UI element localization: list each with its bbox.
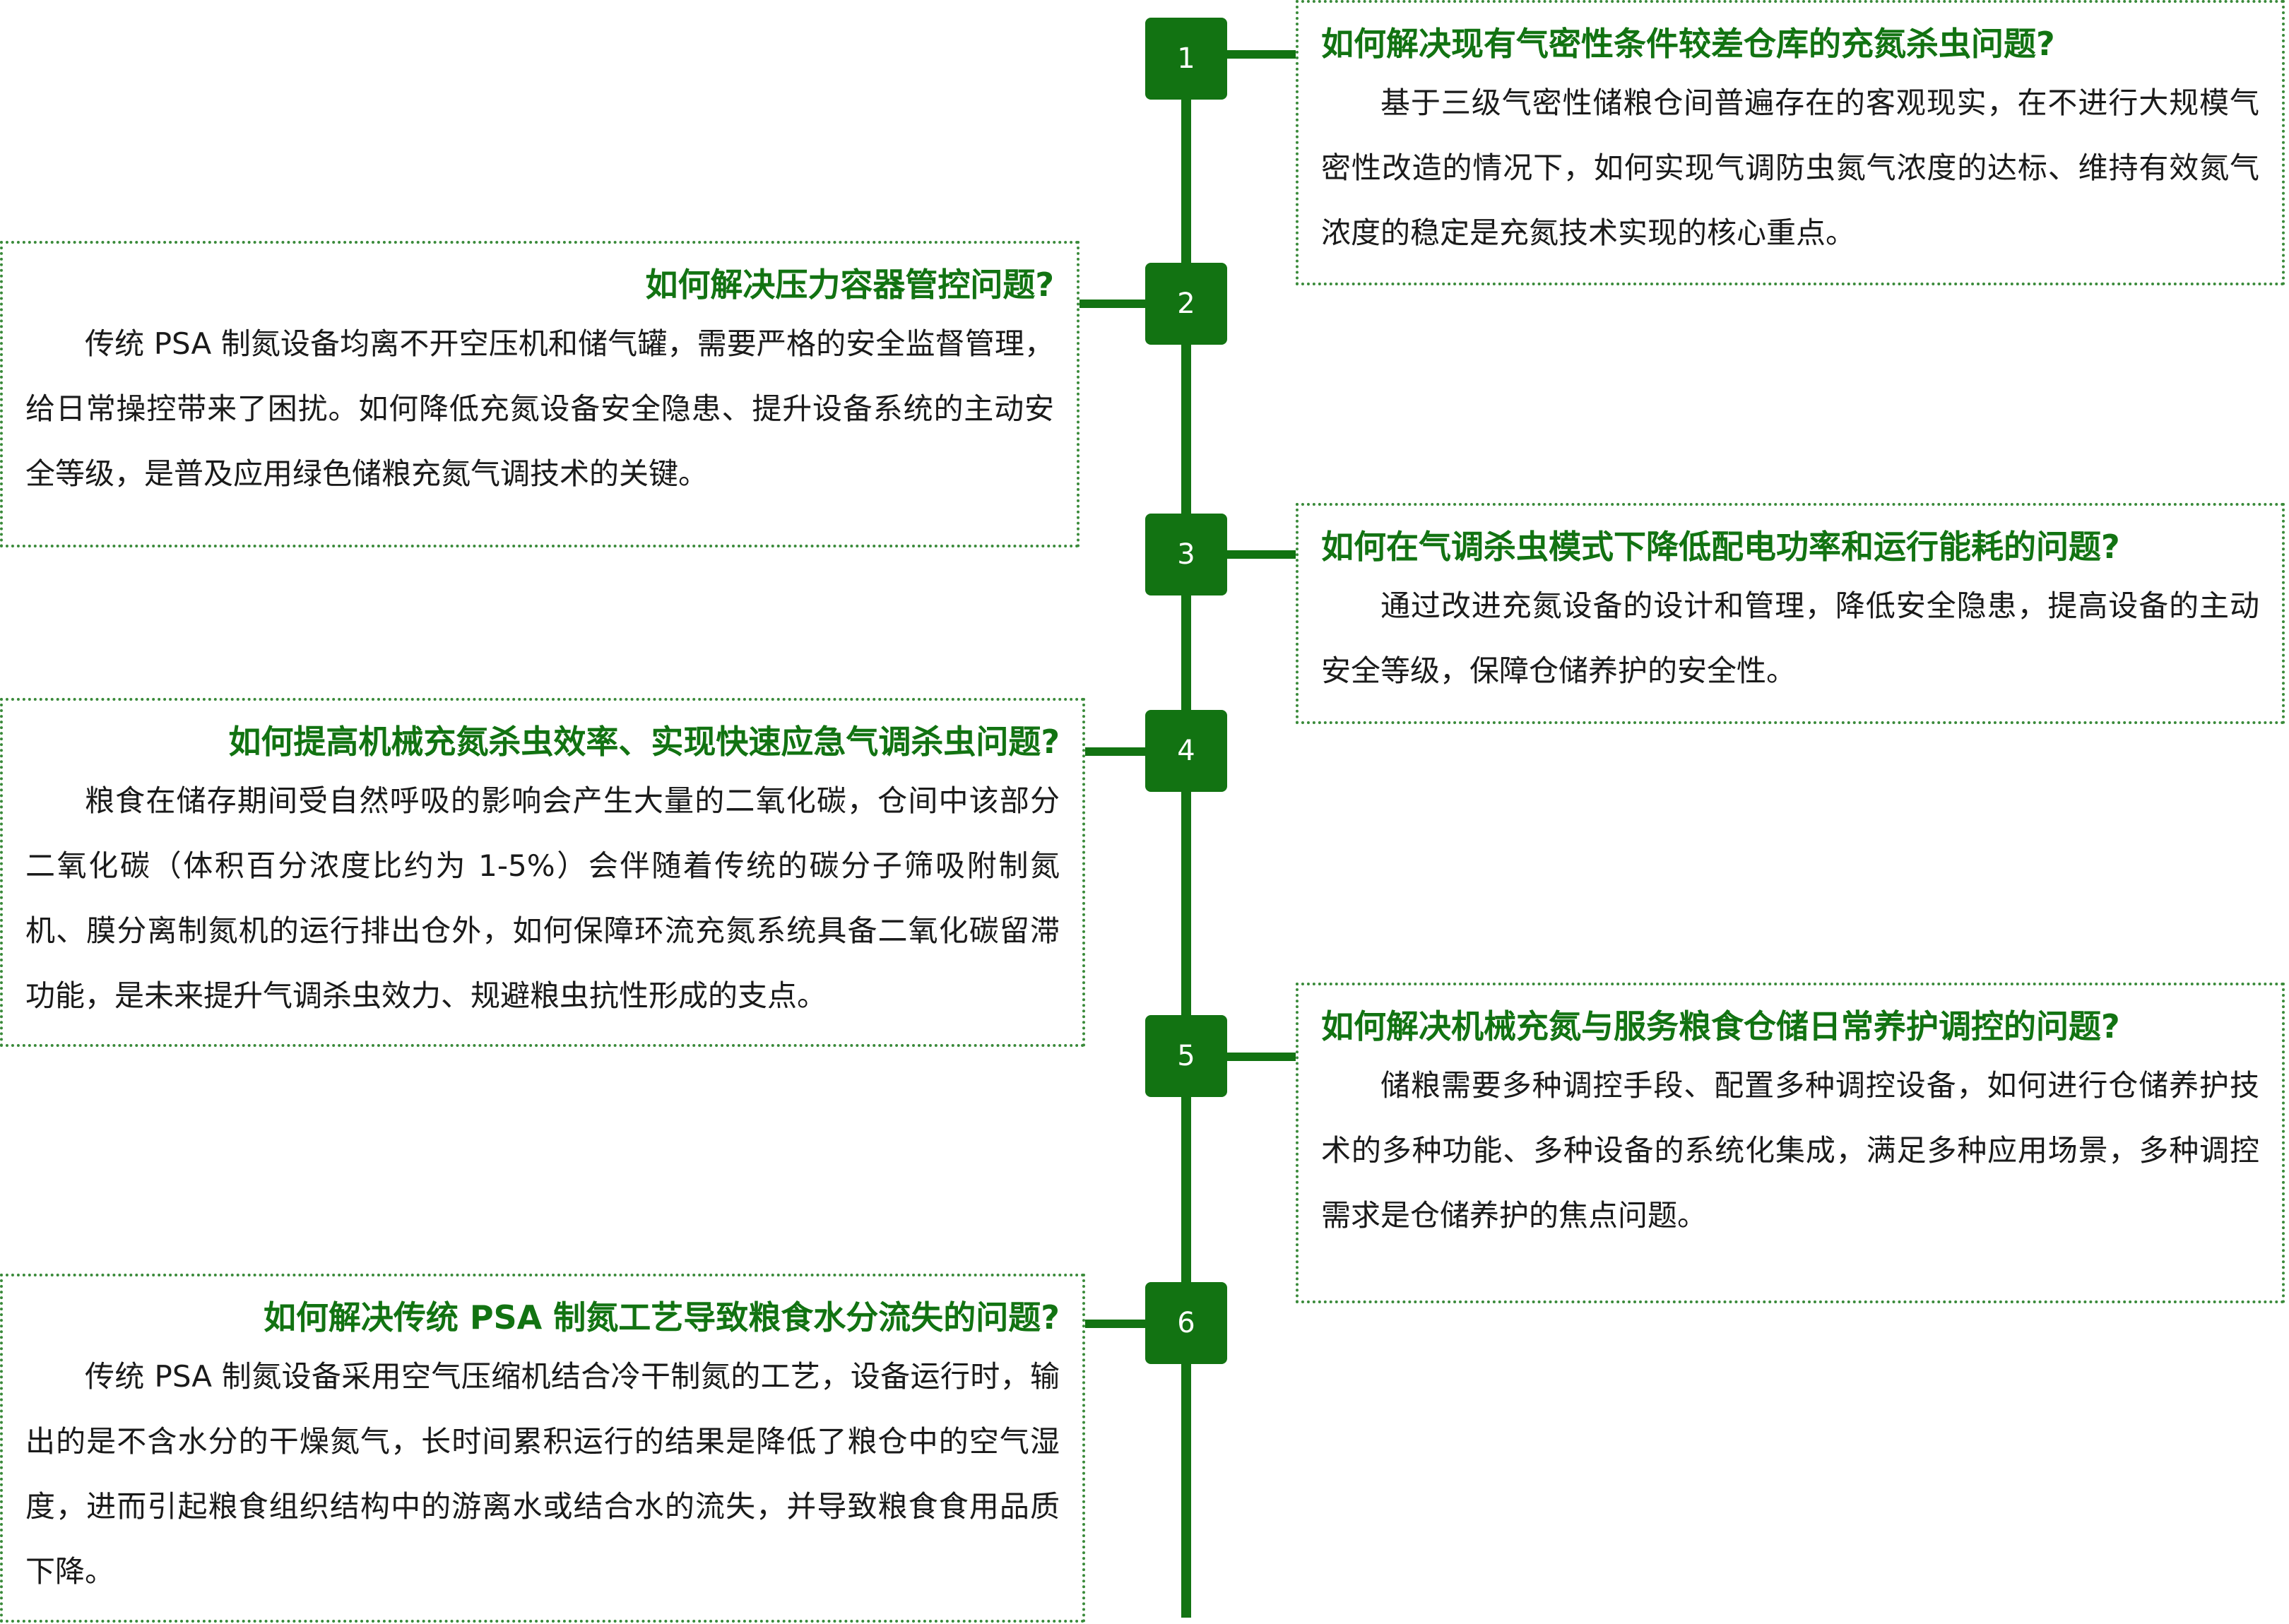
connector-3	[1226, 550, 1297, 559]
step-body-3: 通过改进充氮设备的设计和管理，降低安全隐患，提高设备的主动安全等级，保障仓储养护…	[1321, 588, 2259, 688]
step-card-2: 如何解决压力容器管控问题? 传统 PSA 制氮设备均离不开空压机和储气罐，需要严…	[0, 241, 1080, 547]
timeline-spine	[1181, 42, 1191, 1618]
step-node-3: 3	[1145, 514, 1227, 595]
connector-1	[1226, 50, 1297, 59]
connector-2	[1078, 300, 1149, 308]
step-card-6: 如何解决传统 PSA 制氮工艺导致粮食水分流失的问题? 传统 PSA 制氮设备采…	[0, 1274, 1085, 1623]
step-title-3: 如何在气调杀虫模式下降低配电功率和运行能耗的问题?	[1321, 528, 2120, 566]
step-card-3: 如何在气调杀虫模式下降低配电功率和运行能耗的问题? 通过改进充氮设备的设计和管理…	[1296, 503, 2285, 724]
step-node-5: 5	[1145, 1015, 1227, 1097]
step-card-1: 如何解决现有气密性条件较差仓库的充氮杀虫问题? 基于三级气密性储粮仓间普遍存在的…	[1296, 0, 2285, 285]
step-body-1: 基于三级气密性储粮仓间普遍存在的客观现实，在不进行大规模气密性改造的情况下，如何…	[1321, 85, 2259, 250]
step-body-4: 粮食在储存期间受自然呼吸的影响会产生大量的二氧化碳，仓间中该部分二氧化碳（体积百…	[25, 783, 1060, 1013]
step-body-6: 传统 PSA 制氮设备采用空气压缩机结合冷干制氮的工艺，设备运行时，输出的是不含…	[25, 1359, 1060, 1589]
step-node-6: 6	[1145, 1282, 1227, 1364]
connector-4	[1081, 747, 1149, 756]
step-title-6: 如何解决传统 PSA 制氮工艺导致粮食水分流失的问题?	[263, 1298, 1060, 1336]
step-body-2: 传统 PSA 制氮设备均离不开空压机和储气罐，需要严格的安全监督管理，给日常操控…	[25, 326, 1054, 491]
step-title-1: 如何解决现有气密性条件较差仓库的充氮杀虫问题?	[1321, 25, 2055, 63]
connector-6	[1081, 1320, 1149, 1328]
step-title-5: 如何解决机械充氮与服务粮食仓储日常养护调控的问题?	[1321, 1007, 2120, 1045]
step-title-4: 如何提高机械充氮杀虫效率、实现快速应急气调杀虫问题?	[228, 723, 1060, 761]
step-title-2: 如何解决压力容器管控问题?	[645, 266, 1054, 304]
step-node-4: 4	[1145, 710, 1227, 792]
step-body-5: 储粮需要多种调控手段、配置多种调控设备，如何进行仓储养护技术的多种功能、多种设备…	[1321, 1068, 2259, 1233]
step-node-1: 1	[1145, 18, 1227, 100]
connector-5	[1226, 1053, 1297, 1061]
step-card-5: 如何解决机械充氮与服务粮食仓储日常养护调控的问题? 储粮需要多种调控手段、配置多…	[1296, 983, 2285, 1303]
step-node-2: 2	[1145, 263, 1227, 345]
step-card-4: 如何提高机械充氮杀虫效率、实现快速应急气调杀虫问题? 粮食在储存期间受自然呼吸的…	[0, 698, 1085, 1047]
